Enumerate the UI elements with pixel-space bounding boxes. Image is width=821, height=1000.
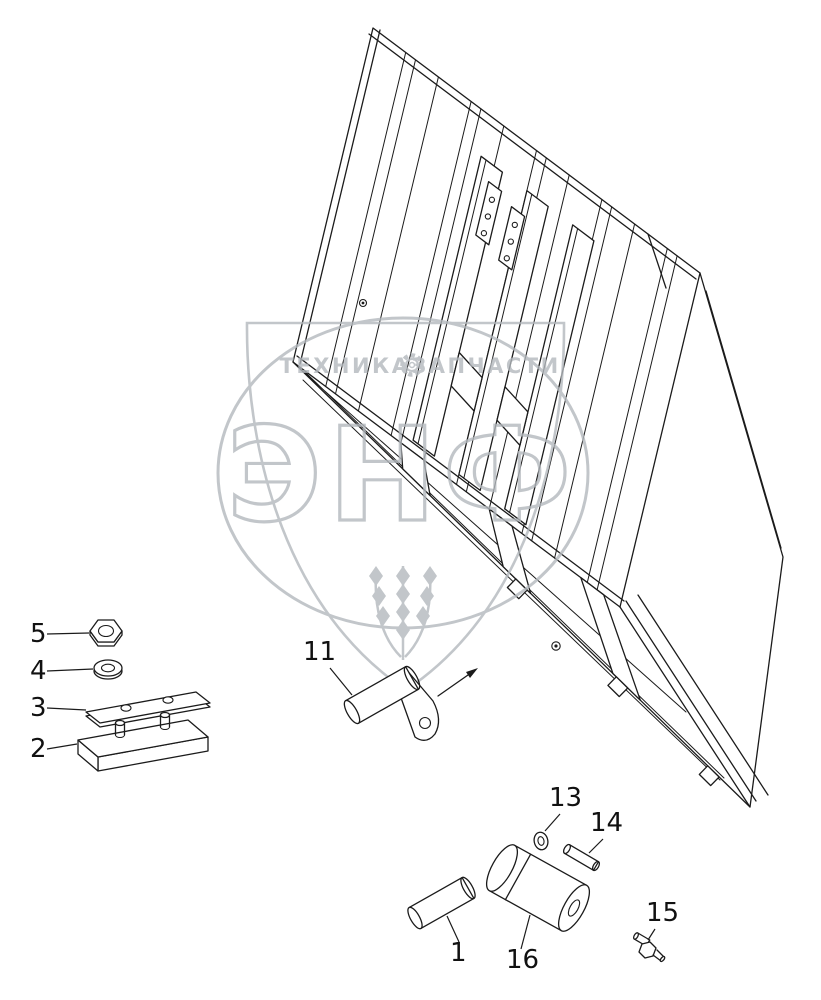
callout-label-14: 14 bbox=[590, 808, 623, 838]
callout-5: 5 bbox=[30, 619, 90, 649]
part-stud-block bbox=[77, 711, 209, 772]
direction-arrow-icon bbox=[437, 668, 478, 697]
callout-label-11: 11 bbox=[303, 637, 336, 667]
watermark-monogram: ЭНФ bbox=[226, 399, 577, 551]
gear-icon bbox=[400, 353, 424, 377]
callout-14: 14 bbox=[588, 808, 623, 854]
beam-connectors bbox=[450, 351, 529, 446]
part-small-pin bbox=[562, 843, 601, 872]
callout-15: 15 bbox=[646, 898, 679, 941]
callout-4: 4 bbox=[30, 656, 94, 686]
callout-13: 13 bbox=[544, 783, 582, 832]
part-pin-lug bbox=[343, 665, 440, 741]
part-washer bbox=[93, 659, 123, 680]
platform-body-drawing bbox=[292, 27, 784, 808]
part-pin bbox=[407, 876, 476, 930]
callout-label-16: 16 bbox=[506, 945, 539, 975]
callouts: 5 4 3 2 11 13 14 1 bbox=[30, 619, 679, 975]
callout-label-3: 3 bbox=[30, 693, 47, 723]
callout-label-1: 1 bbox=[450, 938, 467, 968]
callout-label-2: 2 bbox=[30, 734, 47, 764]
edge-tabs bbox=[506, 578, 720, 787]
callout-2: 2 bbox=[30, 734, 78, 764]
watermark-brand-left: ТЕХНИКА bbox=[280, 354, 411, 378]
callout-label-4: 4 bbox=[30, 656, 47, 686]
callout-11: 11 bbox=[303, 637, 353, 696]
mounting-brackets bbox=[475, 180, 526, 271]
part-grease-fitting bbox=[633, 932, 666, 963]
wheat-icon bbox=[369, 566, 437, 660]
callout-1: 1 bbox=[446, 915, 467, 968]
part-small-washer bbox=[533, 831, 549, 851]
part-hex-nut bbox=[89, 619, 123, 647]
bolt-details bbox=[358, 298, 561, 651]
callout-label-5: 5 bbox=[30, 619, 47, 649]
callout-label-15: 15 bbox=[646, 898, 679, 928]
callout-label-13: 13 bbox=[549, 783, 582, 813]
watermark: ТЕХНИКА ЗАПЧАСТИ ЭНФ bbox=[216, 316, 590, 692]
callout-16: 16 bbox=[506, 914, 539, 975]
cross-members bbox=[400, 442, 641, 701]
watermark-brand-right: ЗАПЧАСТИ bbox=[411, 354, 560, 378]
callout-3: 3 bbox=[30, 693, 87, 723]
part-plate bbox=[85, 691, 211, 728]
part-roller bbox=[485, 844, 591, 932]
